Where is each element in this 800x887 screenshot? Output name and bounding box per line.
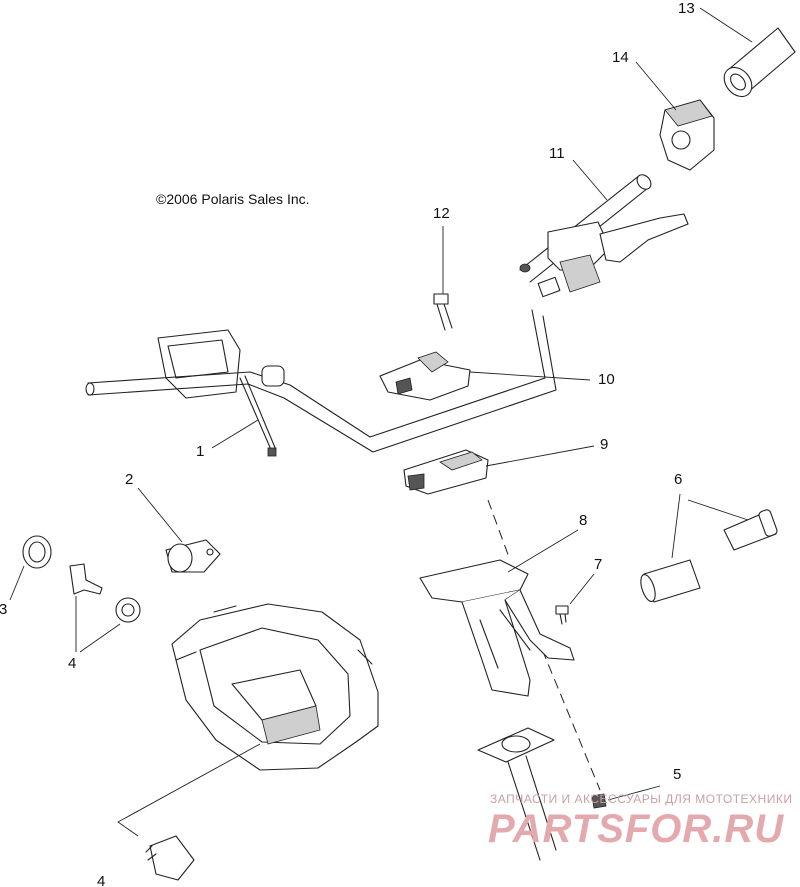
callout-8: 8: [579, 512, 587, 529]
part-4-clip-ring: [69, 563, 141, 623]
part-11-handlebar-right: [519, 174, 689, 298]
callout-11: 11: [549, 145, 565, 162]
part-6-switches: [640, 509, 778, 603]
part-1-cable-tie: [239, 375, 277, 457]
part-12-bolt: [433, 293, 453, 331]
callout-12: 12: [433, 205, 450, 222]
part-13-grip: [723, 27, 796, 98]
part-3-grommet: [22, 535, 52, 569]
part-9-lower-clamp: [403, 449, 489, 495]
callout-3: 3: [0, 601, 7, 618]
part-4-connector: [145, 835, 195, 881]
part-2-lens: [165, 539, 221, 573]
callout-6: 6: [674, 471, 682, 488]
pod-housing: [171, 603, 379, 771]
callout-7: 7: [594, 556, 602, 573]
watermark-logo: PARTSFOR.RU: [488, 807, 784, 851]
part-14-throttle-housing: [659, 99, 715, 171]
part-7-screw: [555, 605, 569, 625]
callout-4: 4: [68, 655, 76, 672]
callout-10: 10: [598, 371, 615, 388]
callout-9: 9: [600, 436, 608, 453]
part-8-bracket: [419, 559, 575, 697]
callout-4-lower: 4: [97, 873, 105, 887]
part-5-nut-plate: [477, 727, 607, 861]
callout-5: 5: [673, 766, 681, 783]
part-10-handlebar: [85, 309, 557, 453]
callout-14: 14: [612, 49, 629, 66]
display-pod: [157, 329, 241, 399]
callout-13: 13: [678, 0, 695, 17]
callout-2: 2: [125, 471, 133, 488]
watermark-tagline: ЗАПЧАСТИ И АКСЕССУАРЫ ДЛЯ МОТОТЕХНИКИ: [490, 792, 792, 806]
callout-1: 1: [196, 443, 204, 460]
copyright-text: ©2006 Polaris Sales Inc.: [156, 191, 310, 207]
